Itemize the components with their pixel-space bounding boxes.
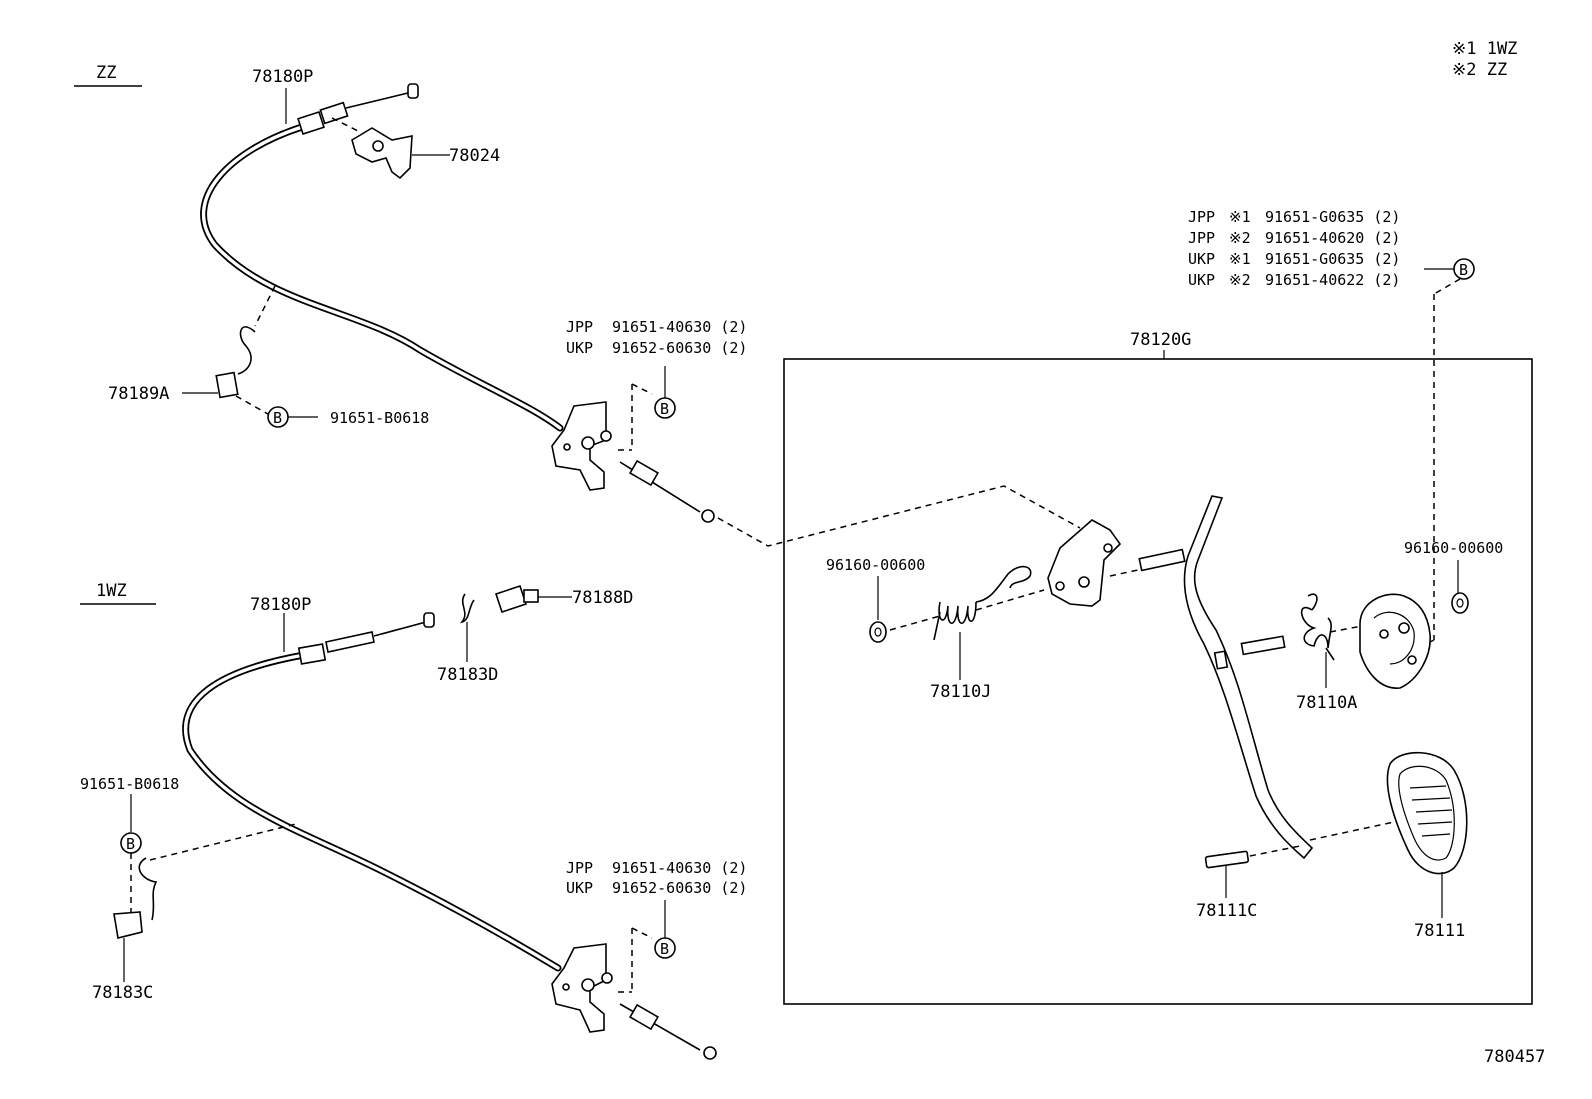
svg-text:JPP: JPP bbox=[1188, 208, 1215, 226]
label-78188D: 78188D bbox=[572, 588, 633, 608]
axis-78110J bbox=[889, 615, 941, 631]
callout-zz-market-1: JPP bbox=[566, 318, 593, 336]
clip-78183D[interactable] bbox=[459, 593, 475, 624]
pedal-assembly-frame bbox=[783, 358, 1533, 1005]
label-78183C: 78183C bbox=[92, 983, 153, 1003]
section-heading-zz: ZZ bbox=[96, 63, 116, 83]
spring-78110J[interactable] bbox=[933, 565, 1032, 641]
svg-text:91651-G0635 (2): 91651-G0635 (2) bbox=[1265, 208, 1400, 226]
ref-marker-1wz-bracket: B bbox=[654, 900, 676, 959]
callout-zz-part-2: 91652-60630 (2) bbox=[612, 339, 747, 357]
label-78180P-zz: 78180P bbox=[252, 67, 313, 87]
axis-spring-to-bracket bbox=[975, 589, 1045, 611]
label-78110J: 78110J bbox=[930, 682, 991, 702]
spring-78110A[interactable] bbox=[1300, 593, 1335, 661]
label-78189A: 78189A bbox=[108, 384, 169, 404]
legend-line-1: ※1 1WZ bbox=[1452, 39, 1517, 59]
label-91651-B0618-1wz: 91651-B0618 bbox=[80, 775, 179, 793]
pedal-arm[interactable] bbox=[1138, 495, 1314, 860]
axis-78110A bbox=[1329, 625, 1363, 633]
callout-1wz-market-1: JPP bbox=[566, 859, 593, 877]
svg-text:B: B bbox=[126, 835, 135, 853]
label-78111: 78111 bbox=[1414, 921, 1465, 941]
svg-text:91651-40620 (2): 91651-40620 (2) bbox=[1265, 229, 1400, 247]
label-96160-00600-right: 96160-00600 bbox=[1404, 539, 1503, 557]
legend: ※1 1WZ ※2 ZZ bbox=[1452, 39, 1517, 80]
callout-1wz-market-2: UKP bbox=[566, 879, 593, 897]
part-78188D[interactable] bbox=[494, 584, 539, 614]
svg-text:B: B bbox=[660, 940, 669, 958]
axis-bracket-to-pin bbox=[1109, 569, 1139, 577]
bracket-78024[interactable] bbox=[331, 117, 413, 180]
label-91651-B0618-zz: 91651-B0618 bbox=[330, 409, 429, 427]
pivot-bolt-right[interactable] bbox=[1213, 635, 1286, 670]
clip-78189A[interactable] bbox=[215, 285, 276, 415]
callout-zz-bracket: JPP 91651-40630 (2) UKP 91652-60630 (2) bbox=[566, 318, 747, 357]
svg-text:JPP: JPP bbox=[1188, 229, 1215, 247]
washer-right[interactable] bbox=[1451, 592, 1469, 614]
section-heading-1wz: 1WZ bbox=[96, 581, 127, 601]
callout-zz-part-1: 91651-40630 (2) bbox=[612, 318, 747, 336]
washer-left[interactable] bbox=[869, 621, 887, 643]
ref-marker-zz-bracket: B bbox=[654, 366, 676, 419]
pedal-bracket[interactable] bbox=[1047, 519, 1122, 607]
svg-text:B: B bbox=[273, 409, 282, 427]
svg-text:B: B bbox=[1459, 261, 1468, 279]
svg-text:B: B bbox=[660, 400, 669, 418]
label-78183D: 78183D bbox=[437, 665, 498, 685]
svg-text:※1: ※1 bbox=[1229, 208, 1251, 226]
cable-end-bracket-zz[interactable] bbox=[551, 383, 653, 491]
svg-text:UKP: UKP bbox=[1188, 250, 1215, 268]
label-78111C: 78111C bbox=[1196, 901, 1257, 921]
svg-text:※2: ※2 bbox=[1229, 271, 1251, 289]
cable-assembly-1wz[interactable] bbox=[182, 612, 717, 1060]
ref-marker-zz-hook: B bbox=[267, 406, 318, 428]
svg-text:91651-40622 (2): 91651-40622 (2) bbox=[1265, 271, 1400, 289]
pedal-pad-78111[interactable] bbox=[1386, 751, 1468, 875]
svg-text:UKP: UKP bbox=[1188, 271, 1215, 289]
pin-78111C[interactable] bbox=[1204, 850, 1250, 869]
axis-pin bbox=[1249, 845, 1301, 857]
label-78120G: 78120G bbox=[1130, 330, 1191, 350]
clip-78183C[interactable] bbox=[113, 823, 297, 939]
svg-text:※2: ※2 bbox=[1229, 229, 1251, 247]
svg-text:※1: ※1 bbox=[1229, 250, 1251, 268]
svg-text:91651-G0635 (2): 91651-G0635 (2) bbox=[1265, 250, 1400, 268]
callout-1wz-bracket: JPP 91651-40630 (2) UKP 91652-60630 (2) bbox=[566, 859, 747, 897]
connector-zz-to-pedal bbox=[717, 485, 1081, 547]
callout-1wz-part-1: 91651-40630 (2) bbox=[612, 859, 747, 877]
label-78110A: 78110A bbox=[1296, 693, 1357, 713]
ref-marker-1wz-hook: B bbox=[120, 832, 142, 854]
callout-zz-market-2: UKP bbox=[566, 339, 593, 357]
pedal-housing[interactable] bbox=[1359, 593, 1431, 689]
cable-assembly-zz[interactable] bbox=[200, 83, 715, 523]
diagram-code: 780457 bbox=[1484, 1047, 1545, 1067]
legend-line-2: ※2 ZZ bbox=[1452, 60, 1507, 80]
ref-marker-pedal: B bbox=[1417, 258, 1475, 649]
callout-pedal-bolts: JPP ※1 91651-G0635 (2) JPP ※2 91651-4062… bbox=[1188, 208, 1400, 289]
callout-1wz-part-2: 91652-60630 (2) bbox=[612, 879, 747, 897]
label-96160-00600-left: 96160-00600 bbox=[826, 556, 925, 574]
cable-end-bracket-1wz[interactable] bbox=[551, 927, 653, 1033]
axis-arm-to-pad bbox=[1309, 821, 1395, 841]
label-78180P-1wz: 78180P bbox=[250, 595, 311, 615]
label-78024: 78024 bbox=[449, 146, 500, 166]
